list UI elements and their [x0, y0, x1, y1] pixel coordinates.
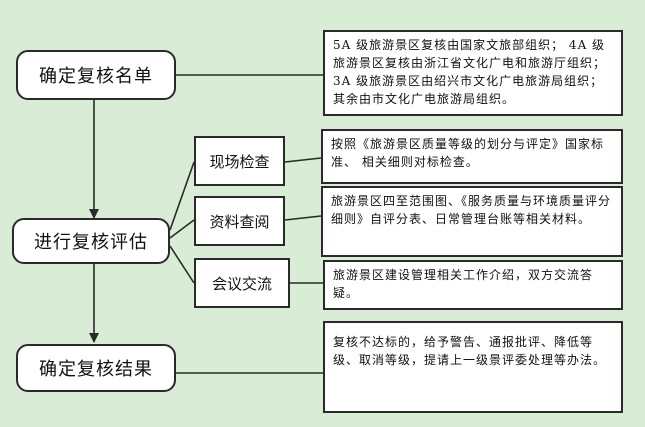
step-confirm-result-label: 确定复核结果 — [39, 359, 153, 380]
note-site-check: 按照《旅游景区质量等级的划分与评定》国家标准、 相关细则对标检查。 — [321, 129, 623, 184]
line-eval-to-doc — [169, 219, 195, 239]
line-eval-to-meeting — [169, 245, 195, 284]
method-meeting-label: 会议交流 — [211, 274, 272, 293]
note-organizers: 5A 级旅游景区复核由国家文旅部组织； 4A 级旅游景区复核由浙江省文化广电和旅… — [323, 30, 623, 116]
method-doc-review-label: 资料查阅 — [209, 212, 270, 231]
method-doc-review: 资料查阅 — [194, 196, 285, 246]
step-review-eval-label: 进行复核评估 — [34, 232, 148, 253]
note-result-text: 复核不达标的，给予警告、通报批评、降低等级、取消等级，提请上一级景评委处理等办法… — [333, 335, 607, 367]
method-meeting: 会议交流 — [194, 258, 290, 308]
note-organizers-text: 5A 级旅游景区复核由国家文旅部组织； 4A 级旅游景区复核由浙江省文化广电和旅… — [333, 38, 607, 106]
line-site-to-note — [284, 157, 322, 163]
method-site-check-label: 现场检查 — [209, 152, 270, 171]
note-meeting-text: 旅游景区建设管理相关工作介绍，双方交流答疑。 — [333, 268, 594, 300]
step-confirm-list: 确定复核名单 — [16, 50, 176, 100]
note-meeting: 旅游景区建设管理相关工作介绍，双方交流答疑。 — [323, 260, 623, 310]
line-eval-to-site — [169, 161, 195, 231]
note-site-check-text: 按照《旅游景区质量等级的划分与评定》国家标准、 相关细则对标检查。 — [331, 137, 605, 169]
note-doc-review-text: 旅游景区四至范围图、《服务质量与环境质量评分细则》自评分表、日常管理台账等相关材… — [331, 194, 612, 226]
note-doc-review: 旅游景区四至范围图、《服务质量与环境质量评分细则》自评分表、日常管理台账等相关材… — [321, 186, 623, 257]
step-review-eval: 进行复核评估 — [12, 218, 170, 264]
step-confirm-result: 确定复核结果 — [16, 344, 176, 392]
line-doc-to-note — [284, 215, 322, 221]
note-result: 复核不达标的，给予警告、通报批评、降低等级、取消等级，提请上一级景评委处理等办法… — [323, 321, 623, 413]
method-site-check: 现场检查 — [194, 136, 285, 186]
step-confirm-list-label: 确定复核名单 — [39, 66, 153, 87]
